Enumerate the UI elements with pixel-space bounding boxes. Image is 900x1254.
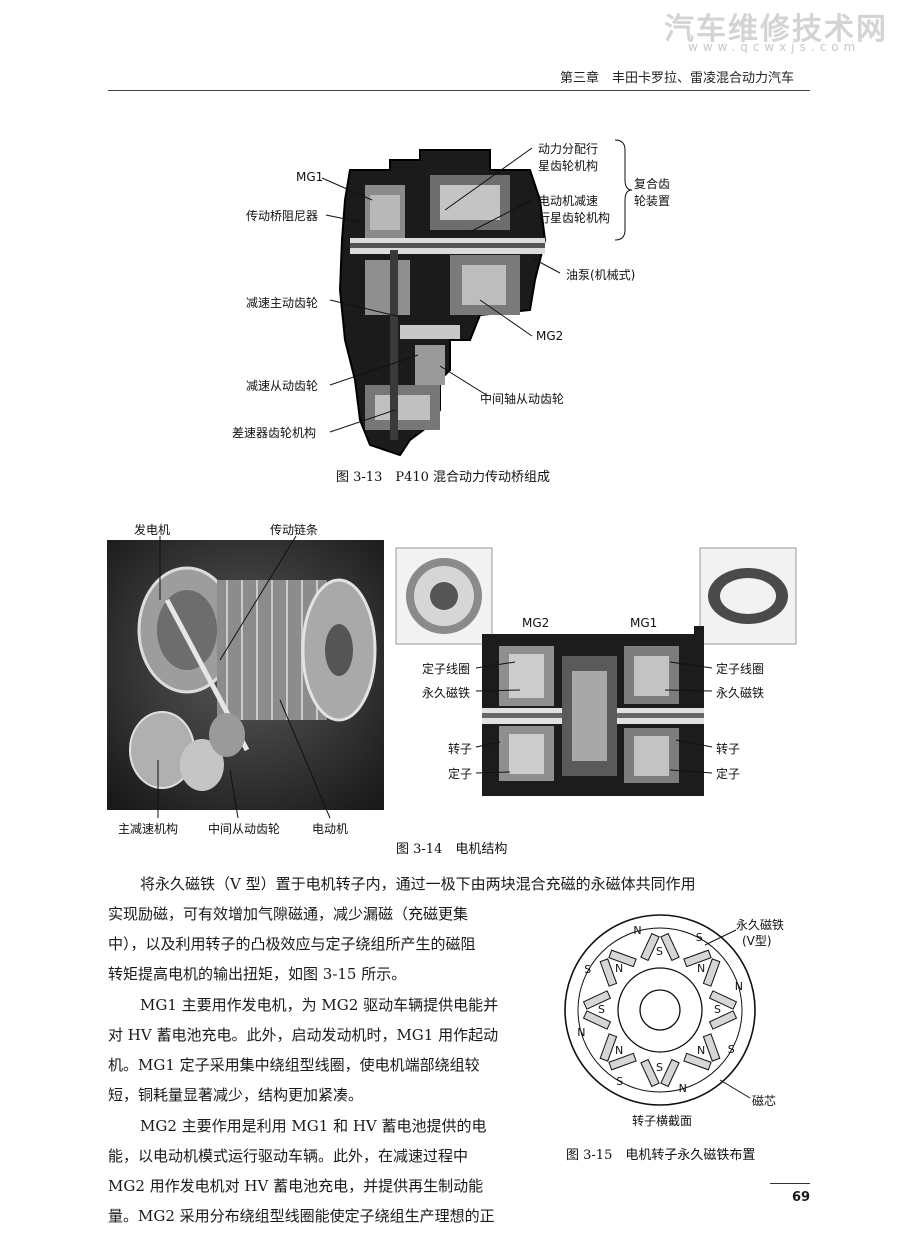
magnet-pole-label: S xyxy=(727,1042,735,1056)
figure-3-14-photo-leaders xyxy=(157,535,331,819)
magnet-pole-label: S xyxy=(656,945,663,958)
permanent-magnet xyxy=(640,1058,660,1088)
label-mg1: MG1 xyxy=(296,170,324,184)
magnet-pole-label: N xyxy=(734,980,744,994)
label-section-mg1: MG1 xyxy=(630,616,658,630)
label-stator-coil-left: 定子线圈 xyxy=(422,662,471,676)
paragraph-3-line-1: MG2 主要作用是利用 MG1 和 HV 蓄电池提供的电 xyxy=(140,1117,487,1135)
permanent-magnet xyxy=(660,932,680,962)
magnet-pole-label: N xyxy=(633,924,642,938)
permanent-magnet xyxy=(640,932,660,962)
permanent-magnet xyxy=(608,1052,637,1071)
watermark-logo: 汽车维修技术网 xyxy=(664,12,888,47)
magnet-pole-label: S xyxy=(598,1003,605,1016)
label-magnet-v-type-2: (V型) xyxy=(742,934,772,948)
permanent-magnet xyxy=(582,1010,612,1030)
label-generator: 发电机 xyxy=(134,523,171,537)
figure-3-15-magnets xyxy=(582,932,738,1088)
paragraph-3-line-4: 量。MG2 采用分布绕组型线圈能使定子绕组生产理想的正 xyxy=(108,1207,495,1225)
label-compound-2: 轮装置 xyxy=(634,194,671,208)
paragraph-1-line-3: 中），以及利用转子的凸极效应与定子绕组所产生的磁阻 xyxy=(108,935,476,953)
figure-3-13-drawing xyxy=(338,149,547,457)
label-compound-1: 复合齿 xyxy=(634,177,671,191)
permanent-magnet xyxy=(702,1033,721,1062)
figure-3-13-leaders xyxy=(321,139,633,433)
label-motor: 电动机 xyxy=(312,822,349,836)
magnet-pole-label: S xyxy=(616,1074,624,1088)
magnet-pole-label: N xyxy=(678,1081,687,1095)
label-stator-left: 定子 xyxy=(448,767,473,781)
label-reduction-driven-gear: 减速从动齿轮 xyxy=(246,379,319,393)
label-oil-pump: 油泵(机械式) xyxy=(566,268,636,282)
magnet-pole-label: N xyxy=(577,1025,586,1039)
label-magnet-left: 永久磁铁 xyxy=(422,686,471,700)
paragraph-1-line-2: 实现励磁，可有效增加气隙磁通，减少漏磁（充磁更集 xyxy=(108,905,469,923)
permanent-magnet xyxy=(708,1010,738,1030)
figure-3-13-caption: 图 3-13 P410 混合动力传动桥组成 xyxy=(336,470,551,485)
label-section-mg2: MG2 xyxy=(522,616,550,630)
permanent-magnet xyxy=(702,958,721,987)
label-rotor-left: 转子 xyxy=(448,742,473,756)
paragraph-1-line-4: 转矩提高电机的输出扭矩，如图 3-15 所示。 xyxy=(108,965,407,983)
label-stator-coil-right: 定子线圈 xyxy=(716,662,765,676)
label-mg2: MG2 xyxy=(536,329,564,343)
label-reduction-drive-gear: 减速主动齿轮 xyxy=(246,296,319,310)
label-motor-reduction-1: 电动机减速 xyxy=(538,194,599,208)
magnet-pole-label: N xyxy=(697,961,706,975)
permanent-magnet xyxy=(660,1058,680,1088)
label-magnet-v-type-1: 永久磁铁 xyxy=(736,918,785,932)
magnet-pole-label: S xyxy=(656,1061,663,1074)
permanent-magnet xyxy=(708,990,738,1010)
figure-3-14-section xyxy=(395,547,797,796)
label-transaxle-damper: 传动桥阻尼器 xyxy=(246,209,319,223)
paragraph-2-line-1: MG1 主要用作发电机，为 MG2 驱动车辆提供电能并 xyxy=(140,996,499,1014)
watermark-url: www.qcwxjs.com xyxy=(688,40,861,54)
figure-3-14-caption: 图 3-14 电机结构 xyxy=(396,842,508,857)
paragraph-3-line-3: MG2 用作发电机对 HV 蓄电池充电，并提供再生制动能 xyxy=(108,1177,484,1195)
label-power-split-1: 动力分配行 xyxy=(538,142,599,156)
figure-3-15-caption: 图 3-15 电机转子永久磁铁布置 xyxy=(566,1148,756,1163)
paragraph-2-line-2: 对 HV 蓄电池充电。此外，启动发动机时，MG1 用作起动 xyxy=(108,1026,499,1044)
magnet-pole-label: N xyxy=(614,1044,624,1057)
page-number: 69 xyxy=(792,1190,811,1205)
label-drive-chain: 传动链条 xyxy=(270,523,319,537)
label-rotor-right: 转子 xyxy=(716,742,741,756)
permanent-magnet xyxy=(683,1052,712,1071)
magnet-pole-label: S xyxy=(584,963,592,977)
label-rotor-cross-section: 转子横截面 xyxy=(632,1114,693,1128)
permanent-magnet xyxy=(599,958,618,987)
label-main-reduction: 主减速机构 xyxy=(118,822,179,836)
label-motor-reduction-2: 行星齿轮机构 xyxy=(538,211,611,225)
paragraph-2-line-4: 短，铜耗量显著减少，结构更加紧凑。 xyxy=(108,1086,364,1104)
magnet-pole-label: N xyxy=(614,961,624,975)
permanent-magnet xyxy=(599,1033,618,1062)
paragraph-2-line-3: 机。MG1 定子采用集中绕组型线圈，使电机端部绕组较 xyxy=(108,1056,480,1074)
permanent-magnet xyxy=(582,990,612,1010)
magnet-pole-label: N xyxy=(697,1044,706,1057)
label-magnet-right: 永久磁铁 xyxy=(716,686,765,700)
paragraph-1-line-1: 将永久磁铁（V 型）置于电机转子内，通过一极下由两块混合充磁的永磁体共同作用 xyxy=(140,875,696,893)
label-counter-driven-gear: 中间轴从动齿轮 xyxy=(480,392,565,406)
figure-3-14-section-leaders xyxy=(475,661,713,774)
permanent-magnet xyxy=(608,949,637,968)
magnet-pole-label: S xyxy=(714,1003,721,1016)
label-stator-right: 定子 xyxy=(716,767,741,781)
figure-3-14-photo xyxy=(107,540,384,810)
page-number-rule xyxy=(770,1183,810,1184)
permanent-magnet xyxy=(683,949,712,968)
label-core: 磁芯 xyxy=(752,1094,777,1108)
running-head: 第三章 丰田卡罗拉、雷凌混合动力汽车 xyxy=(560,71,795,86)
magnet-pole-label: S xyxy=(695,931,703,945)
label-power-split-2: 星齿轮机构 xyxy=(538,159,599,173)
label-differential: 差速器齿轮机构 xyxy=(232,426,317,440)
figure-3-15-rotor-diagram xyxy=(564,914,756,1106)
header-rule xyxy=(108,90,810,91)
label-counter-driven: 中间从动齿轮 xyxy=(208,822,281,836)
paragraph-3-line-2: 能，以电动机模式运行驱动车辆。此外，在减速过程中 xyxy=(108,1147,469,1165)
